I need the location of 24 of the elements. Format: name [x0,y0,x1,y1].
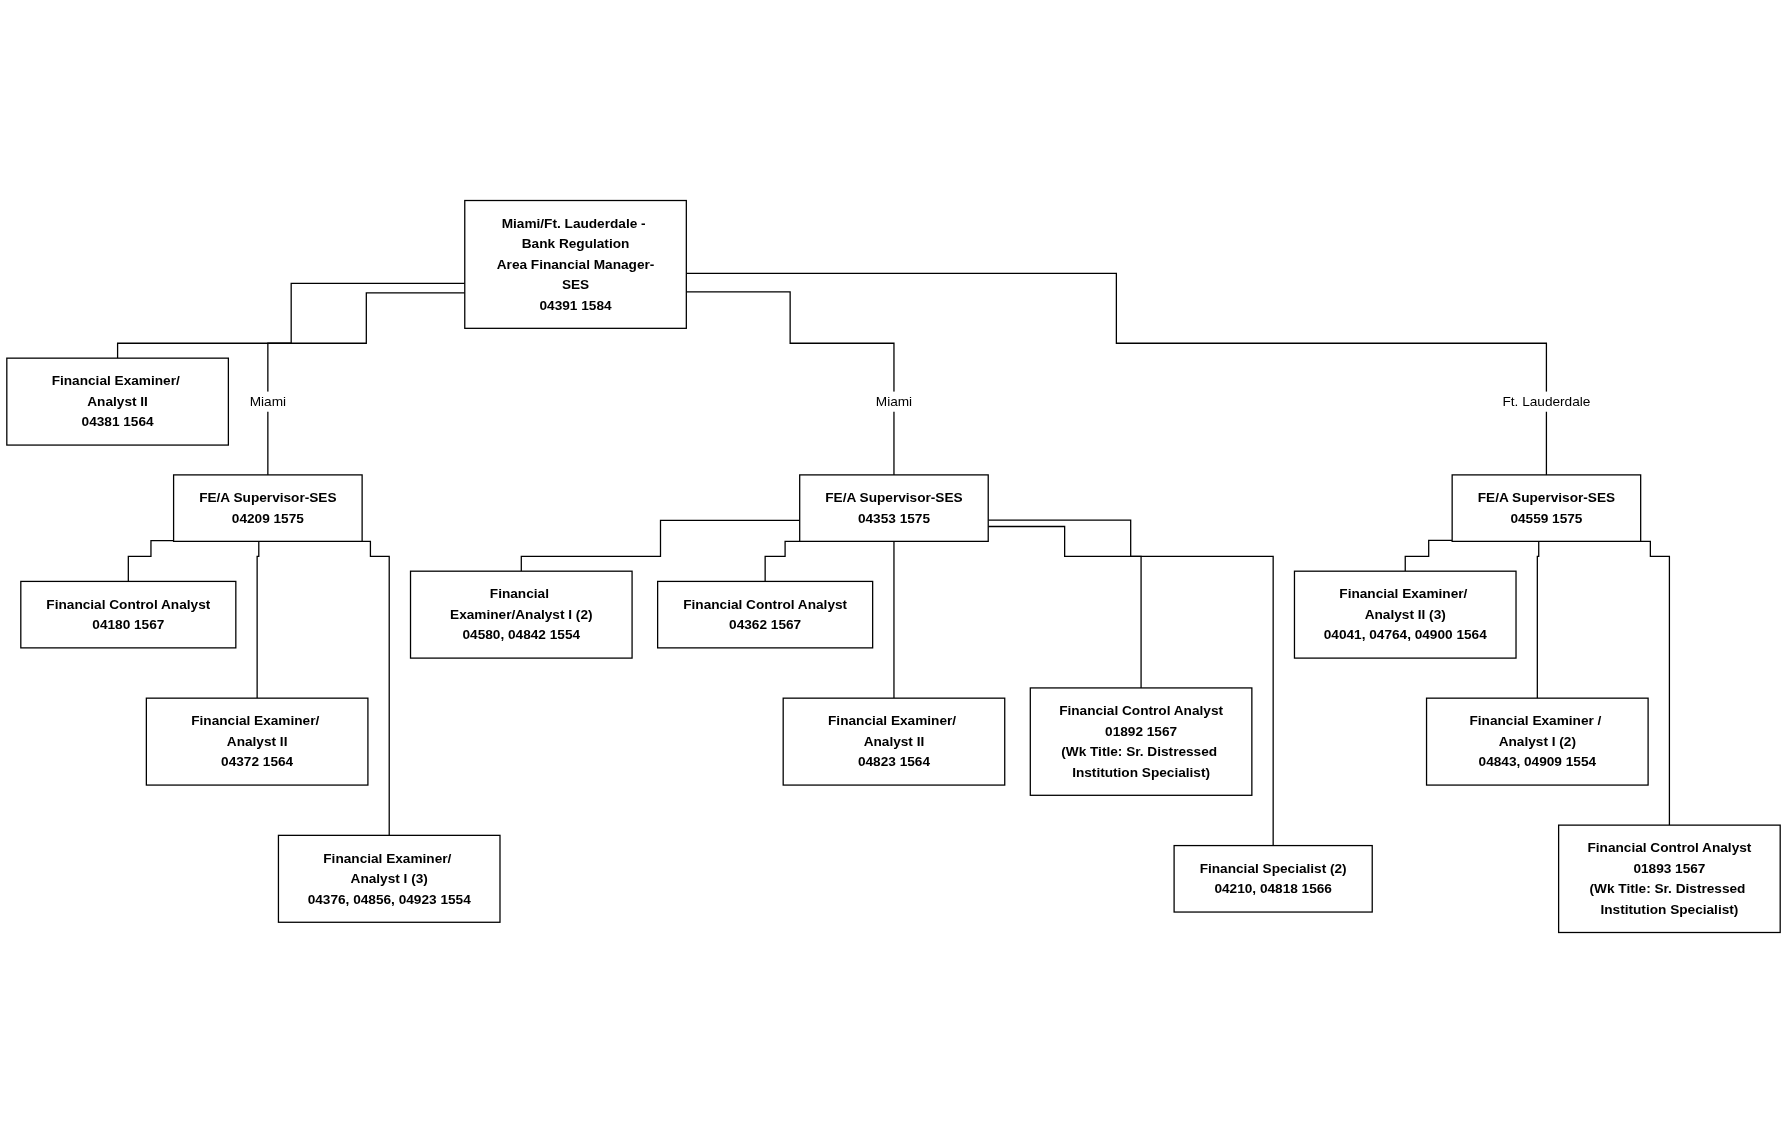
node-box: Miami/Ft. Lauderdale - Bank Regulation Area Financial Manager-SES 04391 1584 [464,199,687,329]
connector [1404,539,1453,572]
edge-label: Miami [875,393,913,409]
connector [1536,540,1541,699]
node-box: FE/A Supervisor-SES 04353 1575 [799,474,989,542]
node-box: Financial Control Analyst 01893 1567 (Wk Title: Sr. Distressed Institution Specialist) [1558,824,1781,934]
connector [893,540,895,699]
node-box: FE/A Supervisor-SES 04559 1575 [1451,474,1642,542]
node-box: Financial Specialist (2) 04210, 04818 1566 [1173,844,1373,913]
node-box: Financial Examiner/ Analyst II 04823 1564 [782,697,1006,786]
node-box: Financial Control Analyst 04180 1567 [20,580,237,649]
edge-label: Ft. Lauderdale [1502,393,1591,409]
connector [256,540,262,699]
node-box: Financial Examiner/ Analyst II 04372 1564 [145,697,369,786]
connector [127,540,175,583]
node-box: Financial Examiner / Analyst I (2) 04843, 04909 1554 [1425,697,1649,786]
node-box: Financial Examiner/ Analyst II (3) 04041, 04764, 04900 1564 [1293,570,1517,659]
node-box: FE/A Supervisor-SES 04209 1575 [172,474,363,542]
node-box: Financial Control Analyst 01892 1567 (Wk Title: Sr. Distressed Institution Specialist) [1029,687,1253,796]
node-box: Financial Examiner/Analyst I (2) 04580, 04842 1554 [409,570,633,659]
node-box: Financial Control Analyst 04362 1567 [657,580,874,649]
node-box: Financial Examiner/ Analyst II 04381 1564 [6,357,229,446]
edge-label: Miami [249,393,287,409]
node-box: Financial Examiner/ Analyst I (3) 04376, 04856, 04923 1554 [277,834,501,923]
